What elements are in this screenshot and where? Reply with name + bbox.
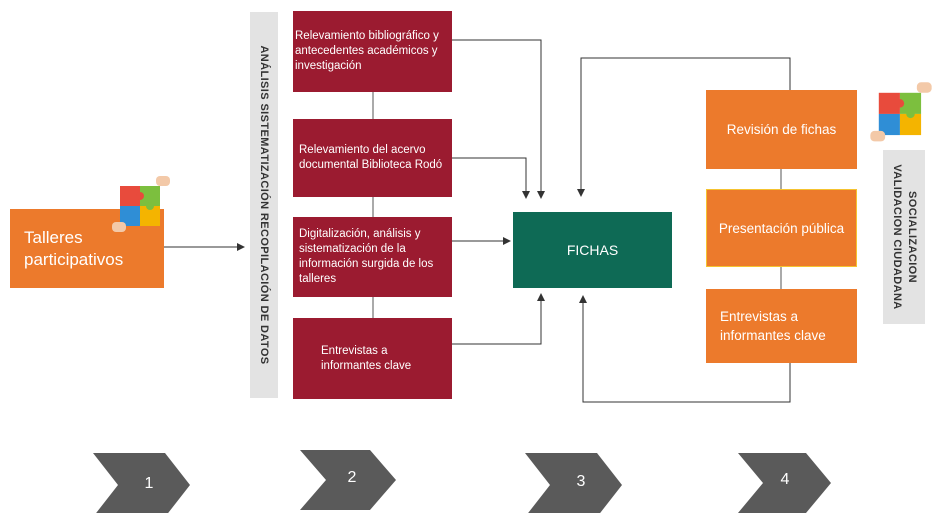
fichas-label: FICHAS (566, 242, 619, 258)
chevron-4 (738, 453, 831, 513)
chevron-1 (93, 453, 190, 513)
arrow-feedback-bottom (579, 295, 791, 403)
step-number-4: 4 (780, 471, 790, 488)
relevamiento-acervo-box: Relevamiento del acervo documental Bibli… (293, 119, 452, 197)
entrevistas-red-box: Entrevistas a informantes clave (293, 318, 452, 399)
stage-label-left-text: ANÁLISIS SISTEMATIZACIÓN RECOPILACIÓN DE… (258, 45, 270, 365)
stage-label-right-text-2: VALIDACION CIUDADANA (891, 164, 903, 310)
relevamiento-bibliografico-box: Relevamiento bibliográfico y antecedente… (293, 11, 452, 92)
entrevistas-orange-box: Entrevistas a informantes clave (706, 289, 857, 363)
puzzle-hand-icon (112, 176, 170, 232)
puzzle-hand-icon-right (870, 82, 932, 142)
fichas-box: FICHAS (513, 212, 672, 288)
step-number-3: 3 (576, 473, 586, 490)
revision-fichas-box: Revisión de fichas (706, 90, 857, 169)
arrow-box4-fichas (452, 293, 545, 345)
arrow-box1-fichas (452, 39, 545, 199)
chevron-3 (525, 453, 622, 513)
step-number-2: 2 (347, 469, 357, 486)
stage-label-right-text-1: SOCIALIZACION (906, 191, 918, 283)
digitalizacion-box: Digitalización, análisis y sistematizaci… (293, 217, 452, 297)
step-number-1: 1 (144, 475, 154, 492)
arrow-feedback-top (577, 57, 791, 197)
arrow-box2-fichas (452, 157, 530, 199)
stage-label-left: ANÁLISIS SISTEMATIZACIÓN RECOPILACIÓN DE… (250, 12, 278, 398)
talleres-label: Talleres participativos (24, 227, 124, 269)
stage-label-right: SOCIALIZACION VALIDACION CIUDADANA (883, 150, 925, 324)
chevron-2 (300, 450, 396, 510)
presentacion-publica-box: Presentación pública (706, 189, 857, 267)
